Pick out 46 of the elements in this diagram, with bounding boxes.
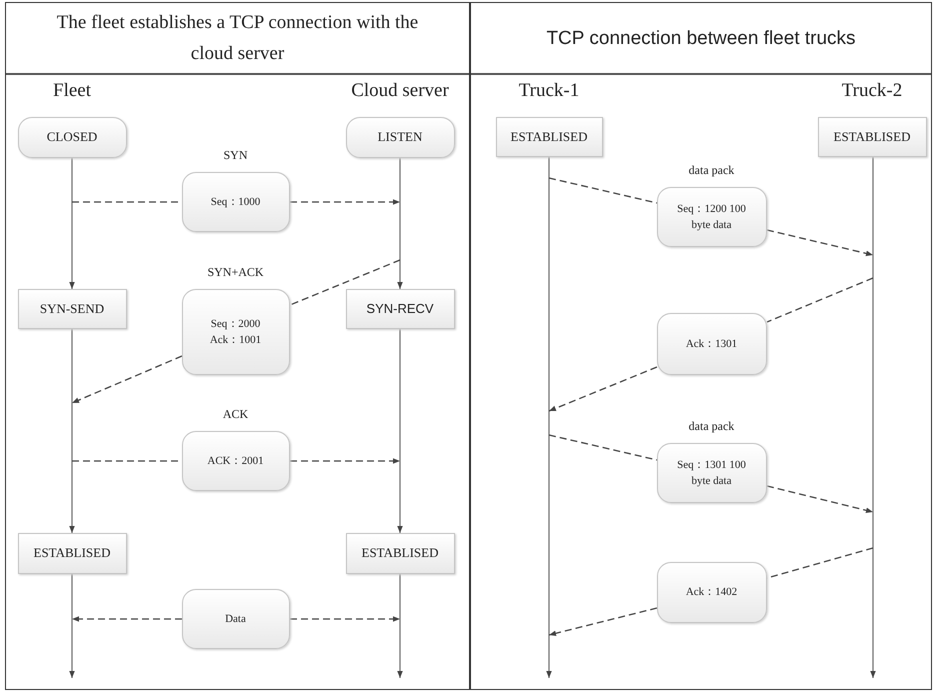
message-arrow: [290, 458, 400, 464]
lifeline-arrow: [397, 574, 403, 678]
message-box: Seq：1000: [182, 172, 290, 232]
message-arrow: [766, 229, 874, 256]
message-label: SYN+ACK: [206, 264, 265, 280]
panel-heading: The fleet establishes a TCP connection with the cloud server: [6, 3, 469, 75]
panel-heading: TCP connection between fleet trucks: [471, 3, 931, 75]
message-label: SYN: [222, 148, 248, 162]
lifeline-arrow: [397, 158, 403, 289]
state-box: SYN-SEND: [18, 288, 126, 328]
diagram-panel: [470, 2, 932, 690]
lifeline-title: Truck-1: [518, 80, 580, 102]
lifeline-title: Fleet: [53, 80, 91, 102]
message-box: Data: [182, 588, 290, 648]
message-box: Ack：1301: [656, 312, 766, 374]
lifeline-arrow: [546, 157, 552, 678]
message-label: data pack: [688, 418, 736, 434]
state-box: ESTABLISED: [818, 116, 926, 156]
message-arrow: [290, 616, 400, 622]
state-box: SYN-RECV: [346, 288, 454, 328]
state-box: CLOSED: [18, 116, 126, 158]
state-box: ESTABLISED: [18, 532, 126, 574]
state-box: ESTABLISED: [346, 532, 454, 574]
message-box: Seq：1301 100 byte data: [656, 442, 766, 502]
message-box: Seq：1200 100 byte data: [656, 186, 766, 246]
lifeline-arrow: [69, 574, 75, 678]
lifeline-arrow: [69, 158, 75, 289]
message-label: data pack: [688, 162, 736, 178]
message-arrow: [766, 485, 874, 514]
message-arrow: [72, 616, 182, 622]
message-box: Ack：1402: [656, 562, 766, 622]
lifeline-arrow: [69, 329, 75, 533]
message-arrow: [72, 355, 182, 404]
lifeline-arrow: [397, 329, 403, 533]
lifeline-title: Cloud server: [351, 80, 449, 102]
lifeline-arrow: [870, 157, 876, 678]
message-arrow: [290, 199, 400, 205]
message-arrow: [548, 366, 658, 412]
state-box: ESTABLISED: [496, 116, 602, 156]
diagram-panel: [5, 2, 470, 690]
state-box: LISTEN: [346, 116, 454, 158]
lifeline-title: Truck-2: [842, 80, 902, 102]
message-box: ACK：2001: [182, 430, 290, 490]
message-box: Seq：2000 Ack：1001: [182, 288, 290, 374]
message-arrow: [548, 607, 658, 636]
message-label: ACK: [222, 406, 250, 422]
